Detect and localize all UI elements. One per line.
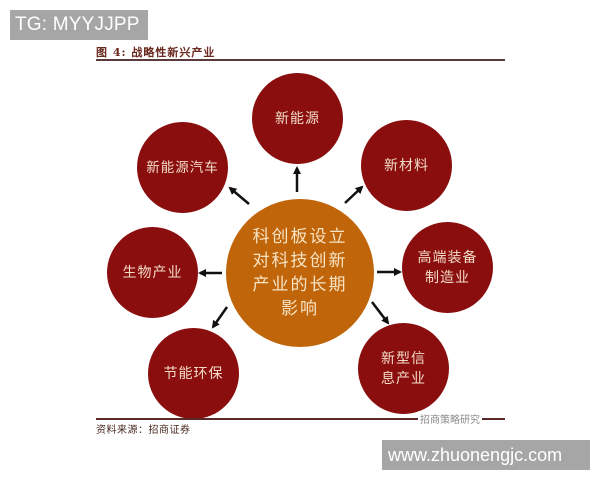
wechat-watermark: 招商策略研究 [418,411,482,426]
center-node-label: 科创板设立 对科技创新 产业的长期 影响 [252,227,348,319]
figure-title: 图 4: 战略性新兴产业 [96,46,216,59]
arrow-to-new-materials [344,185,364,204]
site-watermark-banner: www.zhuonengjc.com [382,440,590,470]
title-underline [96,59,505,61]
node-energy-saving: 节能环保 [148,328,239,419]
center-node: 科创板设立 对科技创新 产业的长期 影响 [226,199,374,347]
tg-watermark-banner: TG: MYYJJPP [10,10,148,40]
arrow-to-energy-saving [211,306,229,329]
arrow-to-new-information [371,301,390,325]
arrow-to-new-energy-vehicles [228,186,250,205]
node-label: 新型信 息产业 [381,350,426,387]
node-label: 新能源汽车 [146,159,219,176]
node-new-energy: 新能源 [252,73,343,164]
node-label: 节能环保 [163,365,224,382]
node-high-end-equipment: 高端装备 制造业 [402,222,493,313]
bottom-rule [96,418,505,420]
node-label: 生物产业 [122,264,183,281]
node-label: 高端装备 制造业 [417,249,478,286]
node-label: 新材料 [384,157,429,174]
node-new-information: 新型信 息产业 [358,323,449,414]
node-biotech: 生物产业 [107,227,198,318]
node-new-materials: 新材料 [361,120,452,211]
node-new-energy-vehicles: 新能源汽车 [137,122,228,213]
node-label: 新能源 [275,110,320,127]
source-note: 资料来源：招商证券 [96,425,191,436]
